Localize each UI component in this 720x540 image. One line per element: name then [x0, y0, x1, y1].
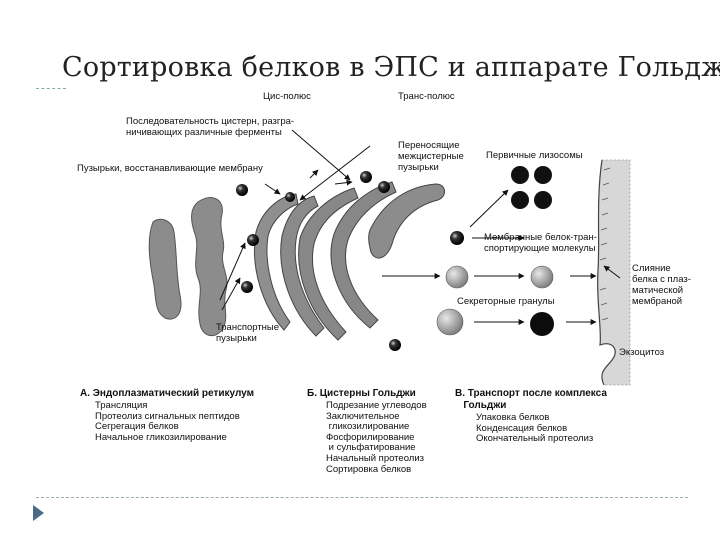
section-c-item: Упаковка белков	[476, 413, 593, 424]
section-c-item: Окончательный протеолиз	[476, 434, 593, 445]
secretory-granules-label: Секреторные гранулы	[457, 296, 555, 307]
condensed-granule	[530, 312, 554, 336]
vesicle	[285, 192, 295, 202]
section-b-item: Сортировка белков	[326, 465, 427, 476]
exocytosis-label: Экзоцитоз	[619, 347, 664, 358]
trans-pole-label: Транс-полюс	[398, 91, 455, 102]
lysosome	[534, 166, 552, 184]
membrane-carriers-label: Мембранные белок-тран- спортирующие моле…	[484, 232, 597, 254]
er-fragment-1	[149, 219, 181, 319]
section-a-list: Трансляция Протеолиз сигнальных пептидов…	[95, 401, 240, 443]
cisterns-sequence-label: Последовательность цистерн, разгра- ничи…	[126, 116, 294, 138]
cis-pole-label: Цис-полюс	[263, 91, 311, 102]
vesicle	[241, 281, 253, 293]
section-c-heading: В. Транспорт после комплекса Гольджи	[455, 388, 607, 412]
slide-bullet-icon	[33, 505, 44, 521]
section-a-item: Трансляция	[95, 401, 240, 412]
er-fragment-2	[192, 198, 227, 336]
secretory-granule	[531, 266, 553, 288]
vesicle	[378, 181, 390, 193]
intercisternal-vesicles-label: Переносящие межцистерные пузырьки	[398, 140, 464, 173]
section-b-item: Подрезание углеводов	[326, 401, 427, 412]
section-a-heading: А. Эндоплазматический ретикулум	[80, 388, 254, 400]
vesicle	[389, 339, 401, 351]
recovery-vesicles-label: Пузырьки, восстанавливающие мембрану	[77, 163, 263, 174]
footer-divider	[36, 497, 688, 498]
secretory-granule	[446, 266, 468, 288]
lysosome	[534, 191, 552, 209]
section-a-item: Начальное гликозилирование	[95, 433, 240, 444]
section-c-list: Упаковка белков Конденсация белков Оконч…	[476, 413, 593, 445]
vesicle	[247, 234, 259, 246]
section-b-list: Подрезание углеводов Заключительное глик…	[326, 401, 427, 475]
section-b-heading: Б. Цистерны Гольджи	[307, 388, 416, 400]
membrane-fusion-label: Слияние белка с плаз- матической мембран…	[632, 263, 691, 307]
vesicle	[450, 231, 464, 245]
vesicle	[236, 184, 248, 196]
transport-vesicles-label: Транспортные пузырьки	[216, 322, 279, 344]
vesicle	[360, 171, 372, 183]
secretory-granule	[437, 309, 463, 335]
lysosome	[511, 166, 529, 184]
lysosome	[511, 191, 529, 209]
primary-lysosomes-label: Первичные лизосомы	[486, 150, 583, 161]
section-b-item: Начальный протеолиз	[326, 454, 427, 465]
